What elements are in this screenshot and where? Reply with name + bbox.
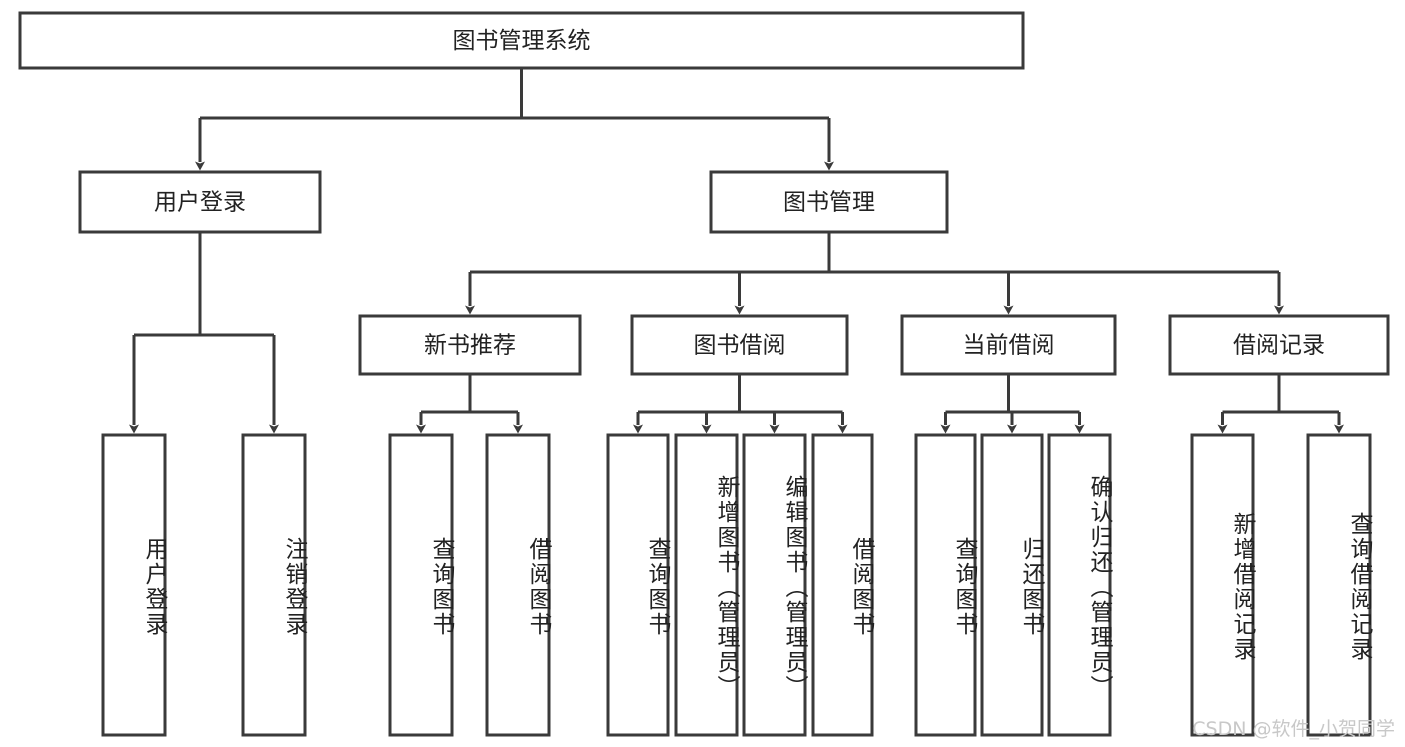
node-leaf-edit-book[interactable]: [742, 433, 807, 737]
node-user-login-label: 用户登录: [154, 190, 246, 216]
node-borrow-record-label: 借阅记录: [1233, 333, 1325, 359]
node-root[interactable]: [18, 11, 1025, 70]
node-book-borrow-label: 图书借阅: [694, 333, 786, 359]
node-leaf-user-login[interactable]: [101, 433, 167, 737]
node-leaf-add-book[interactable]: [674, 433, 739, 737]
node-box-layer: [18, 11, 1390, 737]
node-leaf-logout[interactable]: [241, 433, 307, 737]
node-leaf-borrow-book-1[interactable]: [485, 433, 551, 737]
node-leaf-query-book-2[interactable]: [606, 433, 670, 737]
node-book-management[interactable]: [709, 170, 949, 234]
node-book-management-label: 图书管理: [783, 190, 875, 216]
node-new-book-recommend[interactable]: [358, 314, 582, 376]
node-new-book-recommend-label: 新书推荐: [424, 333, 516, 359]
node-borrow-record[interactable]: [1168, 314, 1390, 376]
node-current-borrow-label: 当前借阅: [963, 333, 1055, 359]
csdn-watermark: CSDN @软件_小贺同学: [1192, 718, 1395, 740]
node-leaf-query-record[interactable]: [1306, 433, 1372, 737]
node-current-borrow[interactable]: [900, 314, 1117, 376]
node-book-borrow[interactable]: [630, 314, 849, 376]
node-leaf-return-book[interactable]: [980, 433, 1044, 737]
connector-layer: [129, 68, 1344, 434]
node-leaf-borrow-book-2[interactable]: [811, 433, 874, 737]
node-leaf-confirm-return[interactable]: [1047, 433, 1112, 737]
node-user-login[interactable]: [78, 170, 322, 234]
node-root-label: 图书管理系统: [453, 28, 591, 54]
node-leaf-query-book-1[interactable]: [388, 433, 454, 737]
node-leaf-add-record[interactable]: [1190, 433, 1255, 737]
node-leaf-query-book-3[interactable]: [914, 433, 977, 737]
